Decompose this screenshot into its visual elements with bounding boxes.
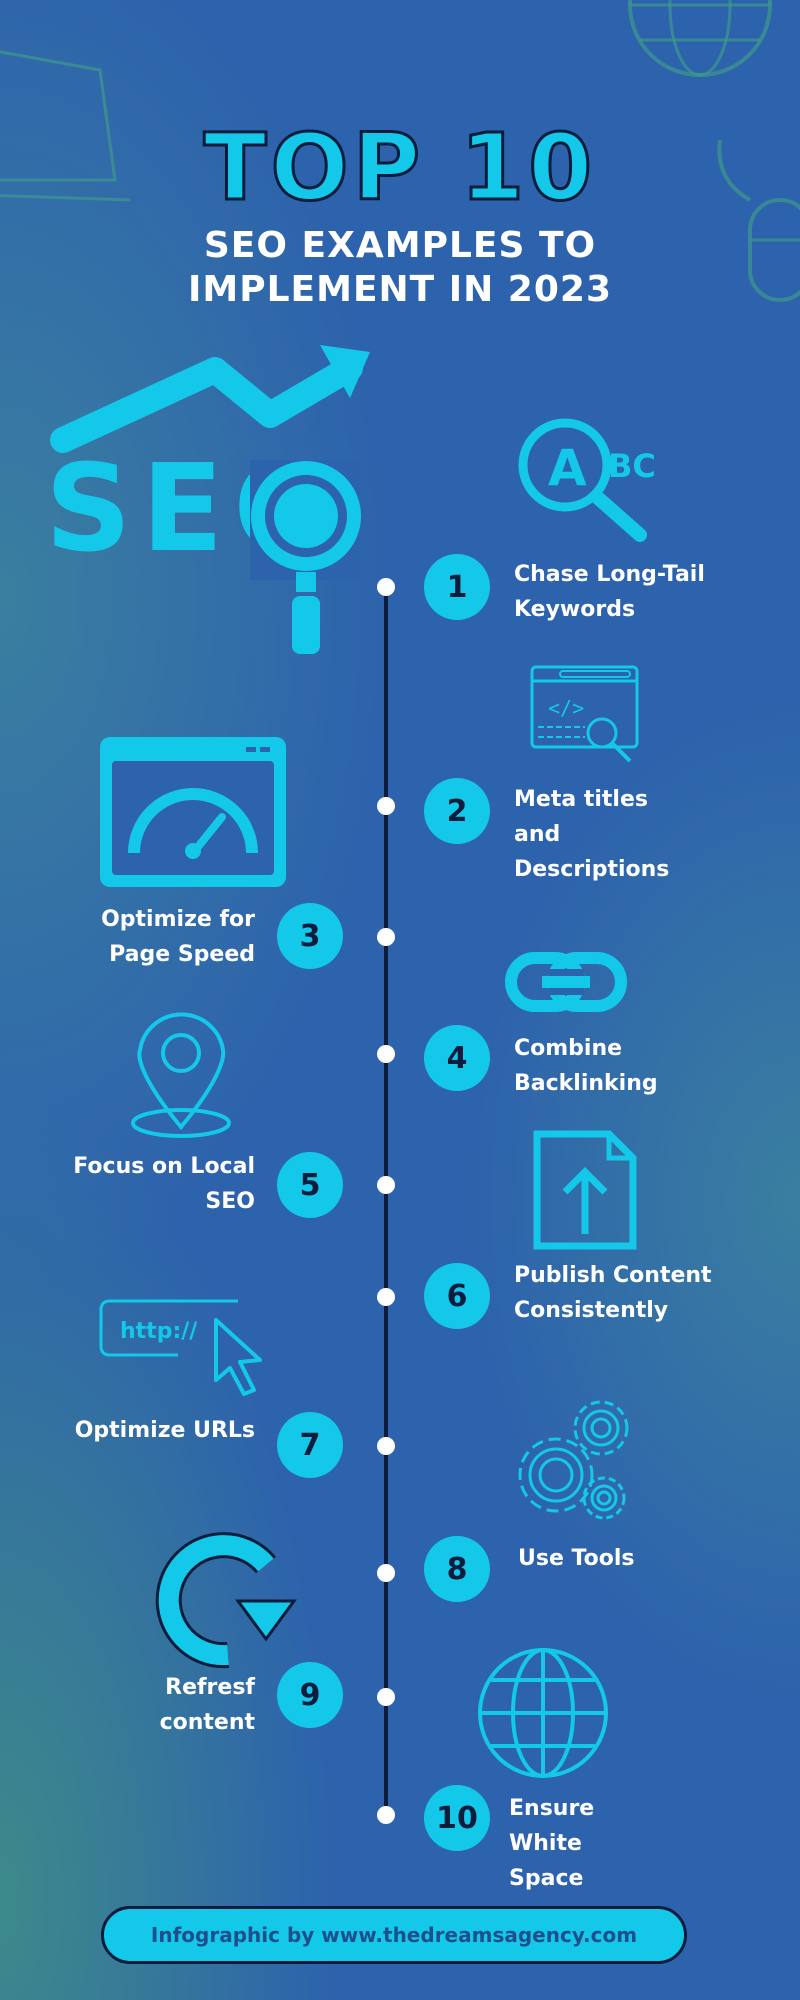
timeline-dot [377, 1176, 395, 1194]
refresh-arrow-icon [155, 1532, 297, 1669]
abc-letters-bc: BC [608, 447, 656, 485]
step-number-badge: 4 [424, 1025, 490, 1091]
step-number-badge: 9 [277, 1662, 343, 1728]
globe-icon [478, 1648, 608, 1778]
upload-document-icon [533, 1130, 637, 1250]
step-number-badge: 3 [277, 903, 343, 969]
laptop-outline-icon [0, 50, 131, 202]
trend-arrow-icon [50, 345, 370, 453]
speedometer-window-icon [100, 737, 286, 887]
abc-letter-a: A [548, 439, 587, 497]
link-icon [505, 952, 627, 1012]
footer-credit: Infographic by www.thedreamsagency.com [101, 1906, 687, 1964]
page-title: TOP 10 [202, 114, 597, 221]
step-number-badge: 5 [277, 1152, 343, 1218]
page-subtitle: SEO EXAMPLES TO IMPLEMENT IN 2023 [0, 224, 800, 312]
step-label: Optimize for Page Speed [101, 907, 255, 967]
step-label: Optimize URLs [74, 1418, 255, 1443]
step-number-badge: 2 [424, 778, 490, 844]
code-tag-text: </> [548, 696, 584, 720]
step-label: Ensure White Space [509, 1796, 595, 1891]
step-number-badge: 6 [424, 1263, 490, 1329]
step-label: Chase Long-Tail Keywords [514, 562, 705, 622]
step-label: Publish Content Consistently [514, 1263, 712, 1323]
timeline-dot [377, 1564, 395, 1582]
step-label: Focus on Local SEO [73, 1154, 255, 1214]
step-number-badge: 8 [424, 1536, 490, 1602]
timeline-dot [377, 1806, 395, 1824]
seo-magnifier-icon [251, 461, 361, 654]
step-label: Combine Backlinking [514, 1036, 658, 1096]
step-label: Refresf content [159, 1675, 255, 1735]
step-number-badge: 10 [424, 1785, 490, 1851]
step-number-badge: 7 [277, 1412, 343, 1478]
subtitle-line-2: IMPLEMENT IN 2023 [187, 269, 613, 310]
timeline-dot [377, 797, 395, 815]
step-label: Meta titles and Descriptions [514, 787, 670, 882]
http-text: http:// [120, 1319, 198, 1344]
timeline-dot [377, 1688, 395, 1706]
timeline-dot [377, 578, 395, 596]
mouse-outline-icon [717, 139, 800, 302]
globe-outline-icon [628, 0, 772, 77]
step-number-badge: 1 [424, 554, 490, 620]
code-window-icon: </> [530, 665, 639, 763]
url-cursor-icon: http:// [99, 1299, 262, 1396]
gears-icon [518, 1400, 629, 1520]
timeline-line [384, 585, 388, 1815]
timeline-dot [377, 1288, 395, 1306]
step-label: Use Tools [518, 1546, 635, 1571]
abc-magnifier-icon: A BC [518, 418, 656, 542]
location-pin-icon [131, 1012, 231, 1138]
subtitle-line-1: SEO EXAMPLES TO [203, 225, 597, 266]
timeline-dot [377, 928, 395, 946]
timeline-dot [377, 1437, 395, 1455]
timeline-dot [377, 1045, 395, 1063]
